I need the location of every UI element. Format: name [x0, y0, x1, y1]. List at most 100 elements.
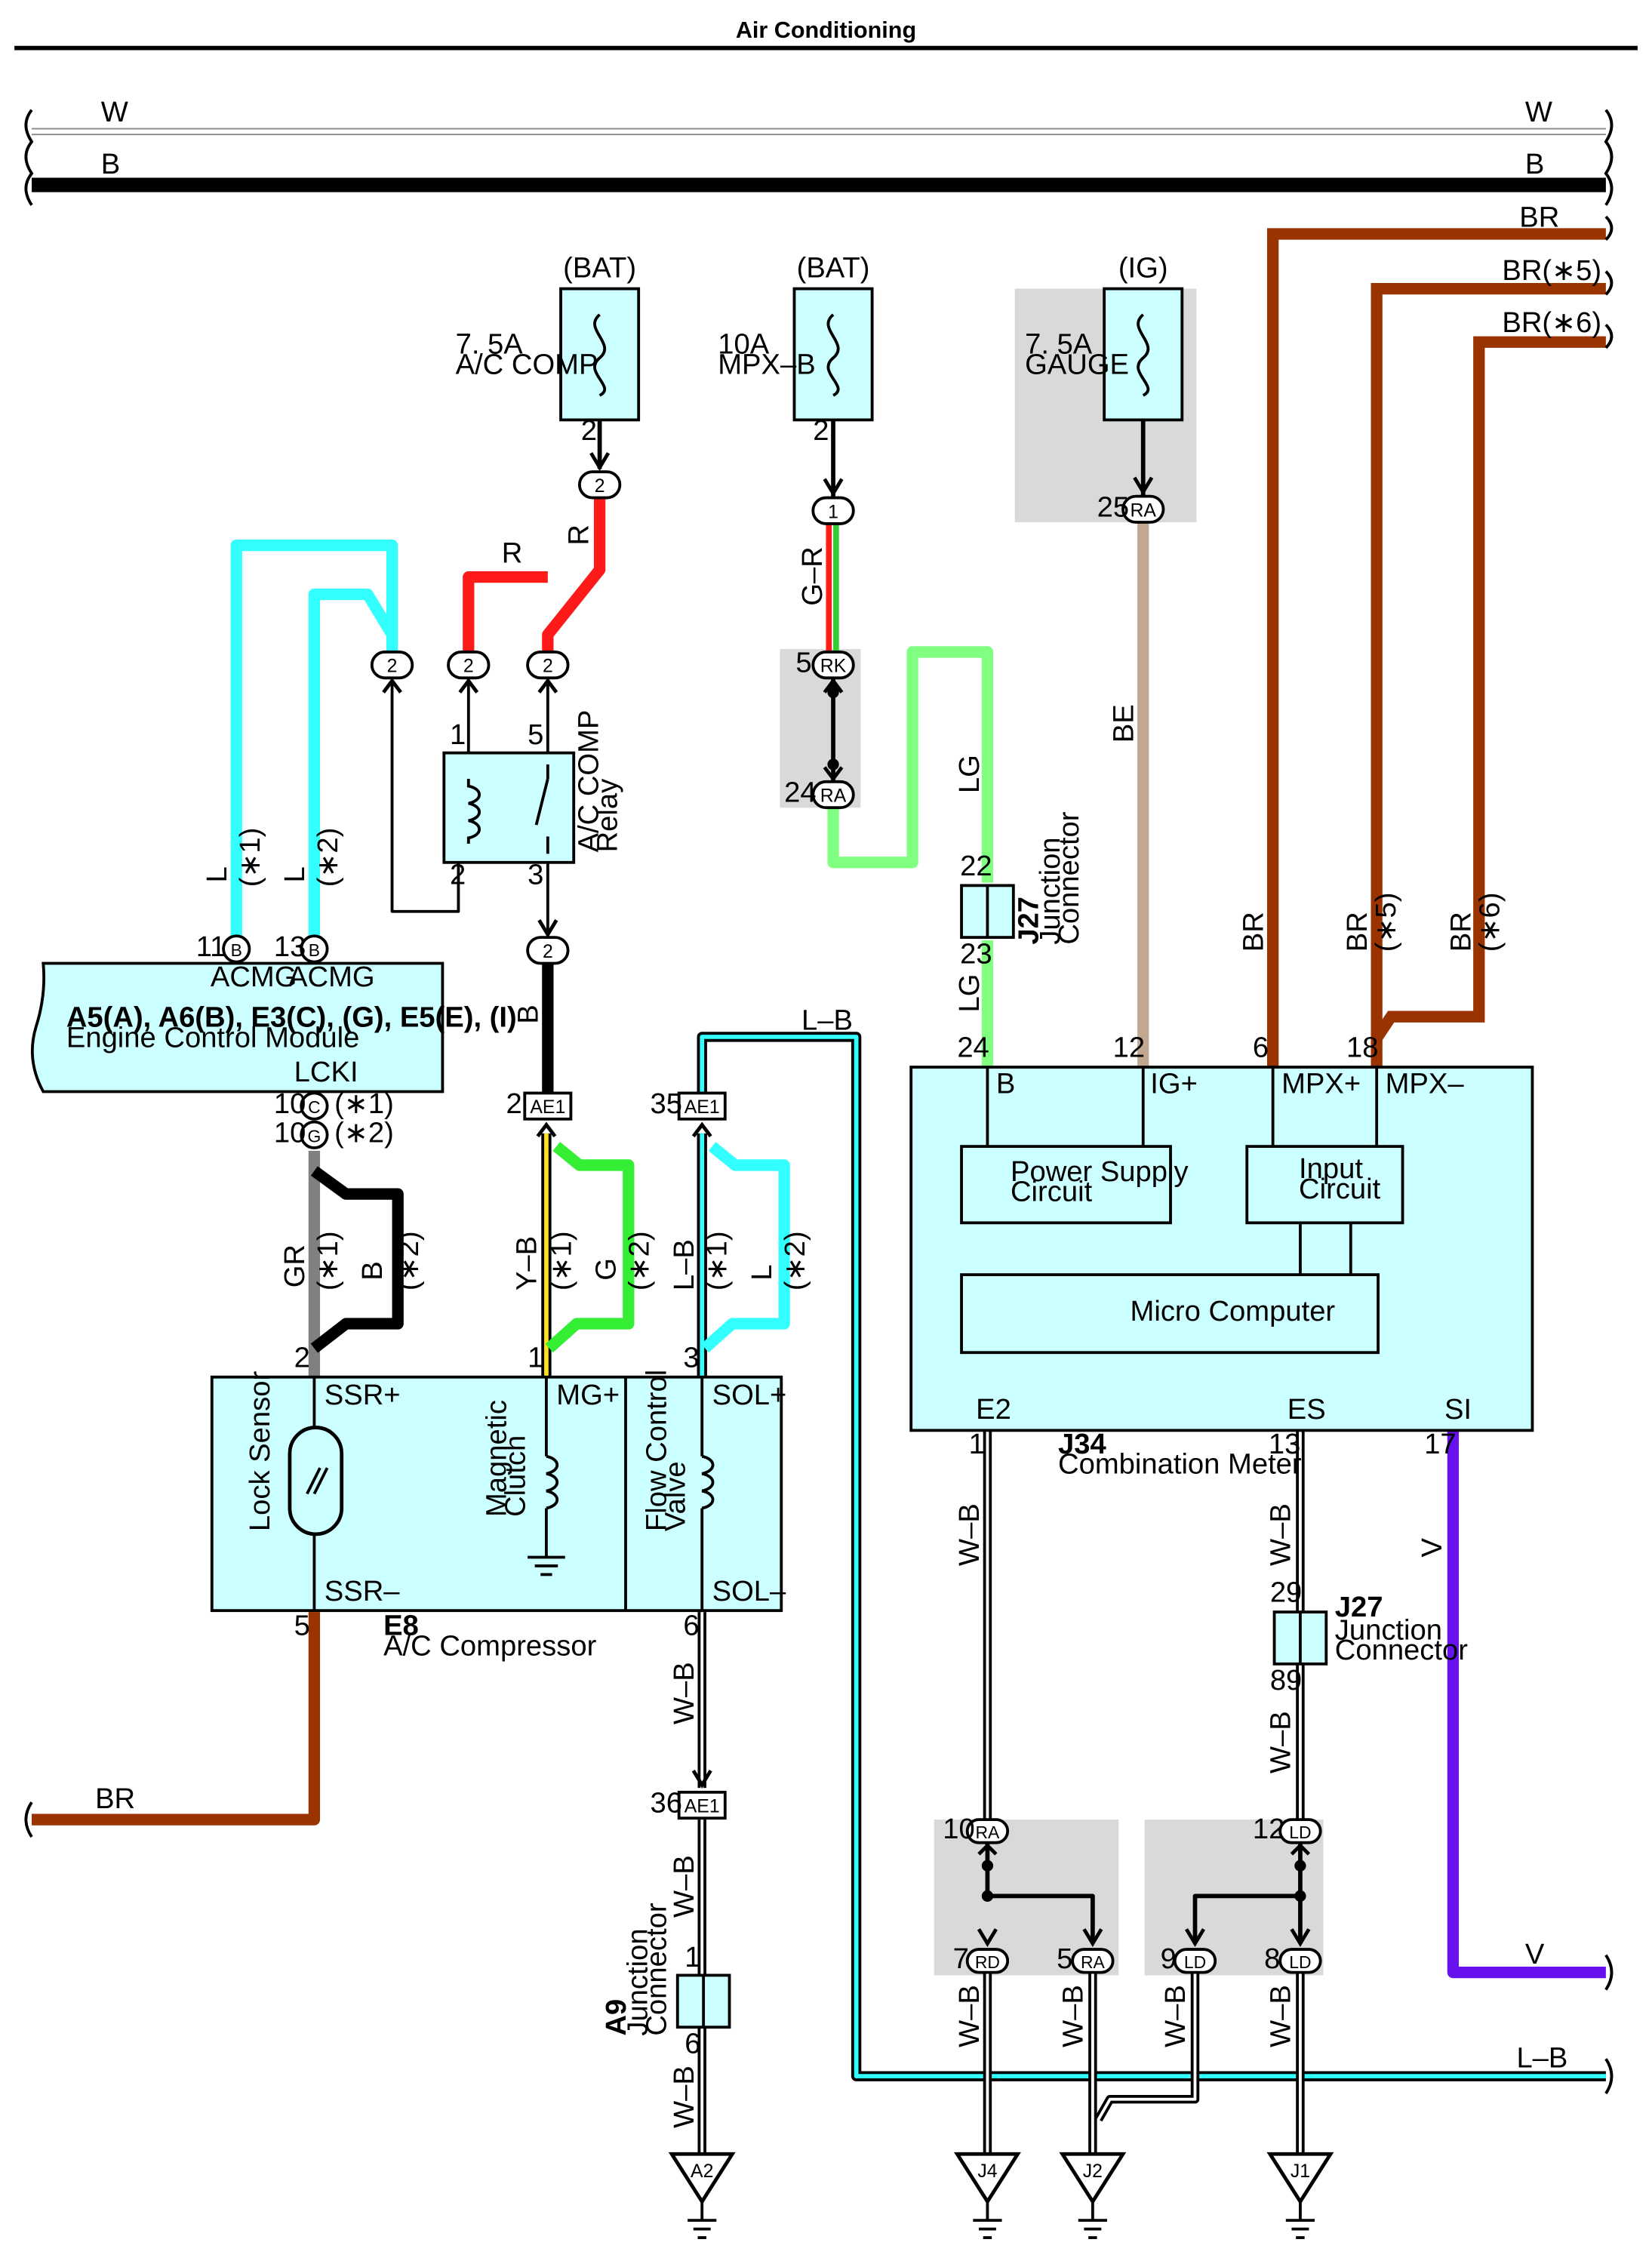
svg-text:Flow Control: Flow Control: [640, 1370, 672, 1531]
svg-text:B: B: [356, 1261, 389, 1280]
svg-text:W–B: W–B: [668, 1855, 700, 1918]
svg-text:Y–B: Y–B: [511, 1236, 543, 1290]
svg-text:1: 1: [828, 502, 838, 522]
pin-numbers: 5 24 25 2 35 36 10 7 5 12 9 8: [506, 491, 1284, 1974]
svg-text:Power Supply: Power Supply: [1011, 1155, 1189, 1188]
svg-text:AE1: AE1: [530, 1097, 565, 1118]
svg-text:10A: 10A: [718, 328, 769, 361]
top-bus: W W B B: [24, 96, 1614, 206]
svg-text:W–B: W–B: [953, 1503, 986, 1566]
ac-comp-relay: 1 5 2 3 A/C COMP Relay: [442, 710, 624, 891]
svg-text:22: 22: [960, 850, 992, 882]
conn-ra-24: RA: [811, 780, 855, 810]
wires: [32, 420, 1606, 2155]
svg-text:Input: Input: [1299, 1152, 1363, 1185]
conn-ae1-2: AE1: [523, 1091, 573, 1121]
svg-text:RD: RD: [975, 1952, 1000, 1972]
svg-text:(∗1): (∗1): [334, 1087, 394, 1120]
svg-text:GR: GR: [278, 1244, 311, 1287]
svg-text:(∗1): (∗1): [701, 1231, 734, 1290]
svg-text:B: B: [996, 1067, 1015, 1100]
svg-text:BE: BE: [1107, 704, 1140, 743]
svg-text:(∗1): (∗1): [545, 1231, 577, 1290]
svg-text:25: 25: [1097, 491, 1129, 523]
conn-rk: RK: [811, 651, 855, 680]
svg-text:1: 1: [684, 1941, 700, 1973]
svg-text:(IG): (IG): [1118, 251, 1168, 284]
svg-text:SOL+: SOL+: [712, 1379, 787, 1411]
svg-text:E2: E2: [976, 1393, 1011, 1426]
svg-text:3: 3: [683, 1341, 699, 1373]
svg-text:1: 1: [450, 718, 466, 751]
conn-ld-12: LD: [1278, 1818, 1322, 1844]
conn-2-fuse: 2: [577, 470, 622, 500]
svg-text:LD: LD: [1289, 1952, 1311, 1972]
svg-text:J27: J27: [1335, 1591, 1383, 1623]
svg-text:Magnetic: Magnetic: [480, 1400, 512, 1517]
svg-text:MPX–: MPX–: [1386, 1067, 1465, 1100]
svg-text:Junction: Junction: [1335, 1613, 1442, 1646]
svg-text:C: C: [308, 1097, 321, 1117]
conn-ae1-35: AE1: [677, 1091, 727, 1121]
svg-text:J4: J4: [977, 2161, 997, 2182]
fuse-ac-comp: (BAT) 7. 5A A/C COMP 2: [456, 251, 641, 447]
svg-text:L: L: [278, 866, 311, 882]
svg-text:2: 2: [294, 1341, 310, 1373]
svg-text:24: 24: [784, 777, 816, 809]
svg-text:W–B: W–B: [1265, 1711, 1297, 1773]
ground-points: A2 J4 J2 J1: [668, 2152, 1334, 2239]
svg-text:W–B: W–B: [1159, 1985, 1192, 2047]
svg-text:IG+: IG+: [1150, 1067, 1198, 1100]
svg-text:Circuit: Circuit: [1011, 1176, 1093, 1208]
ground-j4: J4: [953, 2152, 1021, 2239]
svg-text:BR: BR: [1444, 912, 1477, 952]
svg-text:5: 5: [294, 1610, 310, 1642]
svg-text:BR: BR: [95, 1783, 135, 1815]
svg-text:23: 23: [960, 938, 992, 971]
svg-text:SSR–: SSR–: [325, 1575, 401, 1607]
conn-2-left: 2: [370, 651, 414, 680]
svg-text:10: 10: [943, 1813, 974, 1845]
right-feed-wires: [1266, 228, 1606, 1068]
svg-text:A/C Compressor: A/C Compressor: [383, 1629, 597, 1662]
svg-text:A9: A9: [600, 1999, 632, 2036]
conn-2-relay-out: 2: [526, 936, 570, 965]
svg-text:B: B: [231, 940, 242, 960]
svg-text:W–B: W–B: [668, 2066, 700, 2128]
svg-text:MG+: MG+: [556, 1379, 620, 1411]
ground-j2: J2: [1059, 2152, 1127, 2239]
svg-text:6: 6: [683, 1610, 699, 1642]
combination-meter: B IG+ MPX+ MPX– Power Supply Circuit Inp…: [909, 1032, 1534, 1481]
svg-text:2: 2: [506, 1087, 521, 1120]
svg-text:12: 12: [1113, 1032, 1145, 1064]
svg-text:LD: LD: [1184, 1952, 1206, 1972]
svg-text:18: 18: [1346, 1032, 1378, 1064]
svg-text:2: 2: [813, 414, 829, 447]
svg-text:Clutch: Clutch: [499, 1435, 531, 1517]
svg-text:7: 7: [953, 1943, 969, 1975]
svg-text:ES: ES: [1287, 1393, 1326, 1426]
svg-text:SOL–: SOL–: [712, 1575, 786, 1607]
svg-text:A/C COMP: A/C COMP: [573, 710, 605, 853]
svg-text:G: G: [307, 1126, 321, 1146]
svg-text:2: 2: [463, 657, 474, 677]
svg-text:Combination Meter: Combination Meter: [1058, 1448, 1302, 1481]
svg-text:LG: LG: [953, 755, 986, 793]
ground-j1: J1: [1266, 2152, 1334, 2239]
bus-b-left: B: [101, 148, 120, 180]
svg-text:Engine Control Module: Engine Control Module: [66, 1021, 359, 1054]
svg-text:A5(A), A6(B), E3(C), (G), E5(E: A5(A), A6(B), E3(C), (G), E5(E), (I): [66, 1001, 517, 1034]
conn-g-10: G: [300, 1120, 329, 1149]
svg-text:W–B: W–B: [953, 1985, 986, 2047]
svg-text:W–B: W–B: [1057, 1985, 1090, 2047]
svg-text:AE1: AE1: [684, 1097, 720, 1118]
svg-text:W–B: W–B: [1265, 1503, 1297, 1566]
fuse-mpx-b: (BAT) 10A MPX–B 2: [718, 251, 874, 447]
svg-text:8: 8: [1264, 1943, 1280, 1975]
svg-text:Connector: Connector: [1053, 811, 1085, 944]
conn-rd-7: RD: [965, 1948, 1010, 1974]
bus-w-left: W: [101, 96, 128, 128]
svg-text:RA: RA: [1130, 500, 1156, 521]
feed-br6: BR(∗6): [1502, 306, 1601, 339]
